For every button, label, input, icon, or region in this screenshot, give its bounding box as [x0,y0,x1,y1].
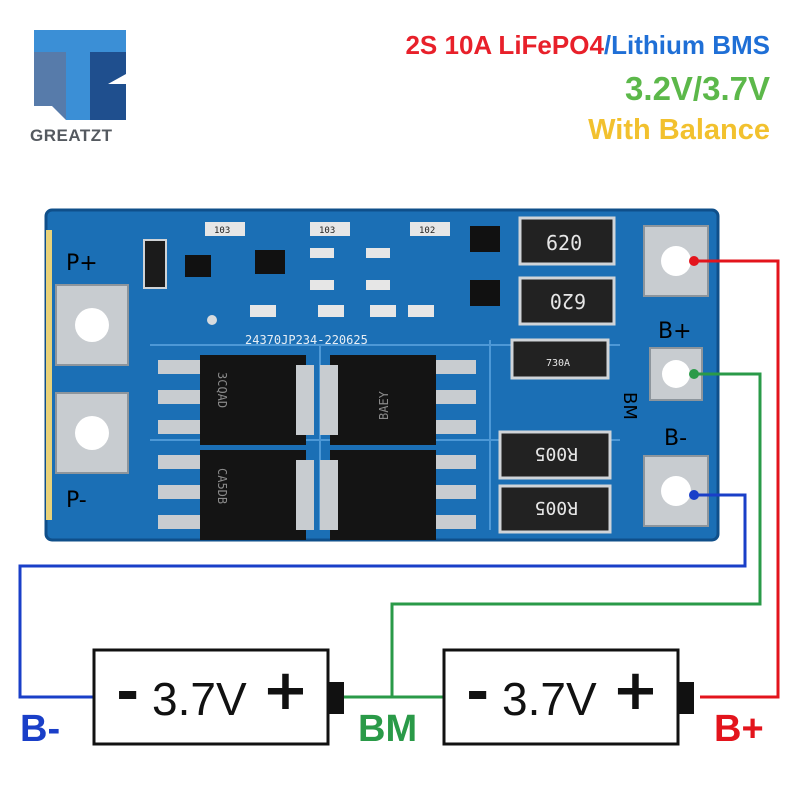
resistor-small-1 [205,222,245,236]
wire-b-plus-dot [689,256,699,266]
mosfet-3-tab [296,460,314,530]
mosfet-1 [200,355,306,445]
shunt-resistor-4 [498,484,612,534]
label-p-plus: P+ [66,251,98,276]
cell-1-terminal [328,682,344,714]
silk-103-a: 103 [214,226,230,236]
title-voltage: 3.2V/3.7V [625,70,770,107]
shunt-resistor-3 [498,430,612,480]
resistor-label-620-a: 620 [546,231,582,255]
p-minus-hole [75,416,109,450]
wire-label-b-plus: B+ [714,708,764,750]
silk-103-b: 103 [319,226,335,236]
wire-b-minus [18,493,747,699]
cell-2-voltage: 3.7V [502,673,597,725]
p-plus-hole [75,308,109,342]
resistor-label-r005-a: R005 [535,443,578,464]
logo-shade [34,52,66,120]
mosfet-label-1: 3CQAD [215,372,229,408]
mosfet-3 [200,450,306,540]
wire-label-bm: BM [358,708,418,750]
wire-b-plus [694,259,780,699]
mosfet-label-3: CA5DB [215,468,229,504]
mosfet-4 [330,450,436,540]
shunt-resistor-2 [518,276,616,326]
cell-2-minus: - [466,660,490,725]
title-chemistry: 2S 10A LiFePO4 [405,30,604,60]
shunt-resistor-1 [518,216,616,266]
cap-3 [310,280,334,290]
title-line-1: 2S 10A LiFePO4/Lithium BMS [405,30,770,61]
mosfet-2 [330,355,436,445]
resistor-730a [510,338,610,380]
logo-z-shape [90,52,126,120]
brand-name: GREATZT [30,126,113,145]
cell-1-plus: + [262,658,309,723]
title-type: /Lithium BMS [603,30,770,60]
label-b-minus: B- [664,426,687,451]
ic-sot-2 [255,250,285,274]
label-b-plus: B+ [658,319,692,344]
wire-label-b-minus: B- [20,708,61,750]
diode-chip [143,239,167,289]
mosfet-label-2: BAEY [377,390,391,420]
cap-8 [408,305,434,317]
mosfet-1-tab [296,365,314,435]
wire-bm-dot [689,369,699,379]
title-balance: With Balance [588,114,770,146]
greatzt-logo-icon [34,30,126,120]
b-minus-hole [661,476,691,506]
mosfet-4-tab [320,460,338,530]
b-plus-hole [661,246,691,276]
resistor-small-2 [310,222,350,236]
cap-1 [310,248,334,258]
cell-1-voltage: 3.7V [152,673,247,725]
resistor-small-3 [410,222,450,236]
cell-2-plus: + [612,658,659,723]
ic-sot-1 [185,255,211,277]
wire-bm [344,372,762,699]
ic-sot-4 [470,280,500,306]
ic-sot-3 [470,226,500,252]
bm-hole [662,360,690,388]
label-bm: BM [619,392,640,420]
cell-2-terminal [678,682,694,714]
wire-b-minus-dot [689,490,699,500]
cap-7 [370,305,396,317]
cell-1-body [92,648,330,746]
resistor-label-620-b: 620 [550,289,586,313]
silk-serial: 24370JP234-220625 [245,333,368,347]
logo-t-shape [34,30,126,120]
pcb-edge-stripe [46,230,52,520]
cell-1-minus: - [116,660,140,725]
via-hole [207,315,217,325]
mosfet-2-tab [320,365,338,435]
cap-2 [366,248,390,258]
resistor-label-730a: 730A [546,358,570,369]
silk-102: 102 [419,226,435,236]
mosfet-legs [158,360,476,529]
resistor-label-r005-b: R005 [535,497,578,518]
cap-6 [318,305,344,317]
cap-5 [250,305,276,317]
label-p-minus: P- [66,488,87,513]
cap-4 [366,280,390,290]
